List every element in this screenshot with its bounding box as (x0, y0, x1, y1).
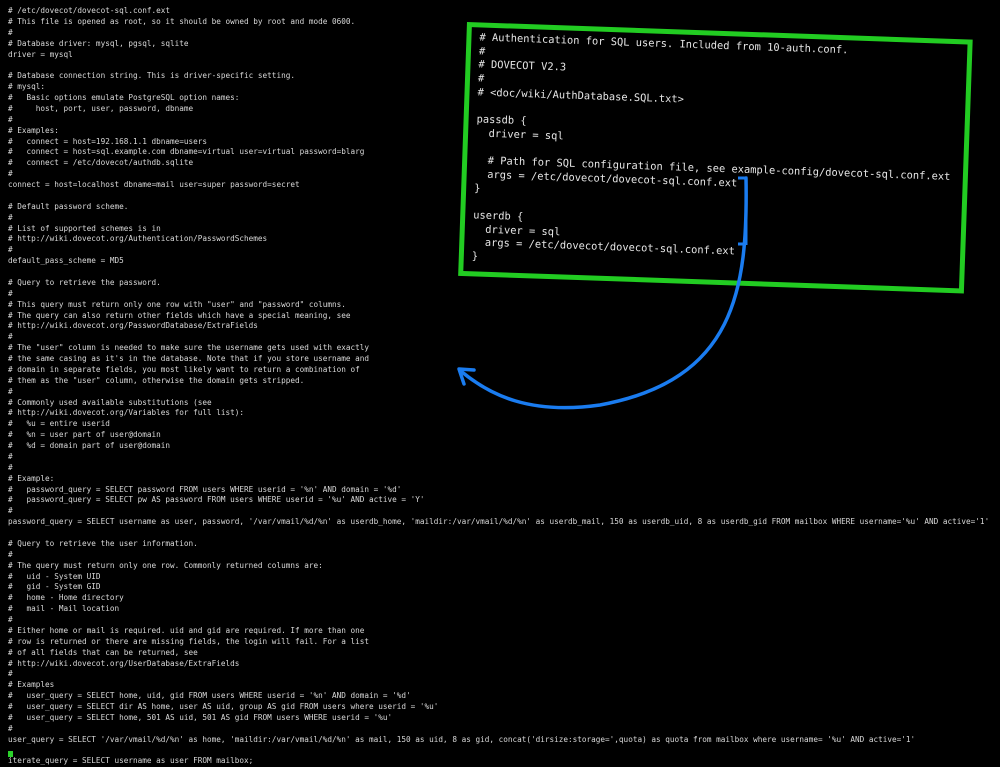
line: # http://wiki.dovecot.org/PasswordDataba… (8, 321, 258, 331)
line: # row is returned or there are missing f… (8, 636, 370, 646)
line: iterate_query = SELECT username as user … (8, 756, 254, 766)
line: # of all fields that can be returned, se… (8, 647, 198, 657)
line: # Default password scheme. (8, 201, 129, 211)
line: # %u = entire userid (8, 419, 110, 429)
line: # (8, 332, 13, 342)
line: # uid - System UID (8, 571, 101, 581)
terminal-output: # /etc/dovecot/dovecot-sql.conf.ext# Thi… (8, 6, 989, 767)
line: # http://wiki.dovecot.org/Variables for … (8, 408, 245, 418)
line: # Examples: (8, 125, 59, 135)
line: password_query = SELECT username as user… (8, 517, 990, 527)
line: # Basic options emulate PostgreSQL optio… (8, 93, 240, 102)
line: # Database connection string. This is dr… (8, 71, 295, 81)
annotation-box: # Authentication for SQL users. Included… (458, 22, 973, 294)
line: # (8, 451, 13, 461)
line: # them as the "user" column, otherwise t… (8, 375, 305, 385)
line: # The "user" column is needed to make su… (8, 343, 370, 353)
line: # (8, 669, 13, 679)
line: # (8, 169, 13, 179)
line (8, 746, 989, 757)
line: # (8, 27, 13, 37)
line: # http://wiki.dovecot.org/UserDatabase/E… (8, 658, 240, 668)
annotation-config-text: # Authentication for SQL users. Included… (472, 31, 955, 280)
line: # (8, 615, 13, 624)
line: # (8, 386, 13, 396)
line: # %d = domain part of user@domain (8, 441, 170, 450)
line: # http://wiki.dovecot.org/Authentication… (8, 234, 268, 244)
line: # %n = user part of user@domain (8, 430, 161, 440)
line: # Examples (8, 680, 55, 690)
line: # connect = /etc/dovecot/authdb.sqlite (8, 158, 194, 168)
line: # This query must return only one row wi… (8, 299, 346, 309)
line: # host, port, user, password, dbname (8, 103, 194, 113)
line: # user_query = SELECT home, 501 AS uid, … (8, 712, 393, 722)
line: # connect = host=192.168.1.1 dbname=user… (8, 136, 208, 146)
line: # connect = host=sql.example.com dbname=… (8, 147, 365, 157)
line: # The query must return only one row. Co… (8, 560, 323, 570)
line: # (8, 114, 13, 124)
line: # (8, 506, 13, 516)
line: # List of supported schemes is in (8, 223, 161, 233)
line: # This file is opened as root, so it sho… (8, 16, 356, 26)
line: # password_query = SELECT password FROM … (8, 484, 402, 494)
line: # home - Home directory (8, 593, 124, 603)
line: # user_query = SELECT dir AS home, user … (8, 702, 439, 711)
line: # password_query = SELECT pw AS password… (8, 495, 425, 505)
line: # Commonly used available substitutions … (8, 397, 212, 407)
line: # (8, 245, 13, 255)
terminal-cursor (8, 751, 13, 757)
line: # the same casing as it's in the databas… (8, 354, 370, 363)
line: # /etc/dovecot/dovecot-sql.conf.ext (8, 6, 170, 15)
line: # Example: (8, 473, 55, 483)
line: # (8, 549, 13, 559)
line: # (8, 462, 13, 472)
line: # domain in separate fields, you most li… (8, 364, 360, 374)
line: default_pass_scheme = MD5 (8, 256, 124, 266)
line: # (8, 212, 13, 222)
line: # user_query = SELECT home, uid, gid FRO… (8, 691, 411, 701)
line: # The query can also return other fields… (8, 310, 351, 320)
line: # mail - Mail location (8, 604, 120, 614)
line: # (8, 288, 13, 298)
line: # Database driver: mysql, pgsql, sqlite (8, 38, 189, 48)
line: connect = host=localhost dbname=mail use… (8, 180, 300, 189)
line (8, 528, 989, 539)
line: # (8, 723, 13, 733)
line: driver = mysql (8, 49, 73, 59)
line: # gid - System GID (8, 582, 101, 592)
line: user_query = SELECT '/var/vmail/%d/%n' a… (8, 734, 916, 744)
line: # Query to retrieve the password. (8, 277, 161, 287)
line: # mysql: (8, 82, 46, 92)
line: # Either home or mail is required. uid a… (8, 625, 365, 635)
line: # Query to retrieve the user information… (8, 538, 198, 548)
